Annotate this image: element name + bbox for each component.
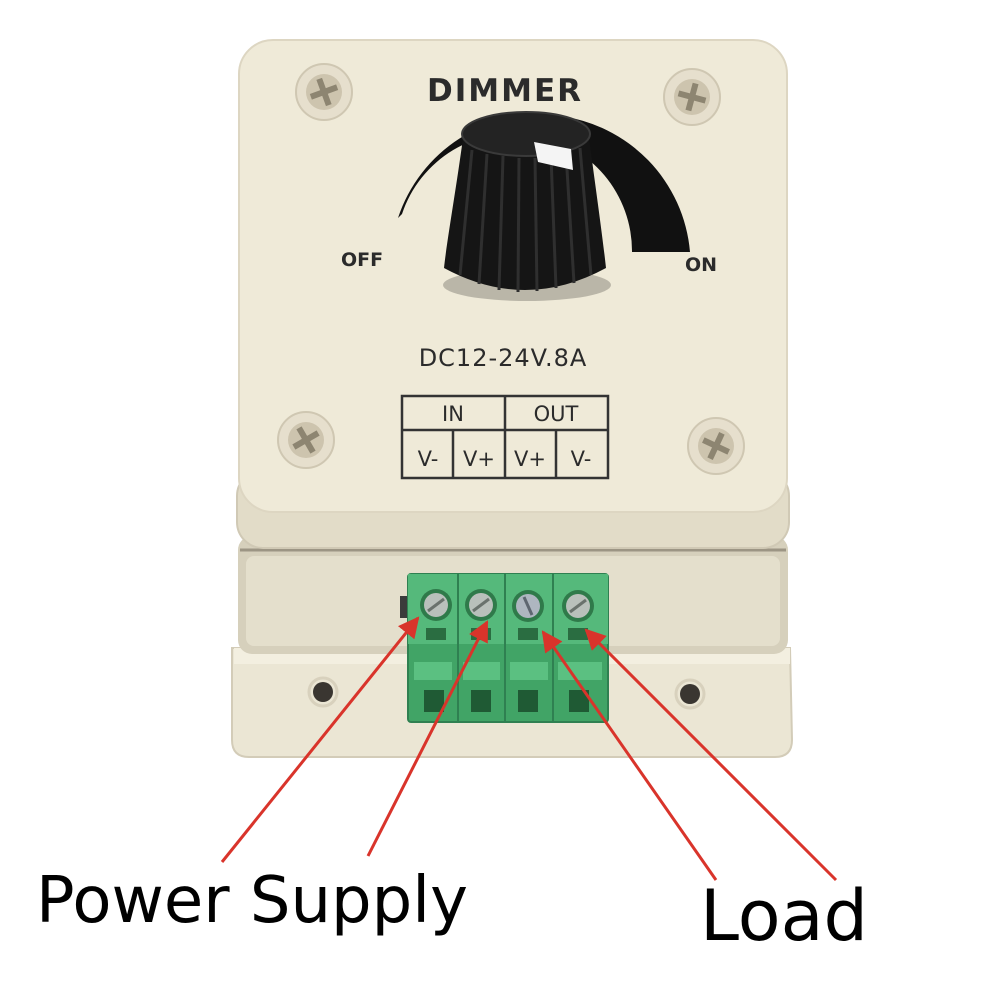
mounting-hole-right (680, 684, 700, 704)
terminal-screw-1[interactable] (420, 589, 452, 621)
terminal-table: IN OUT V- V+ V+ V- (400, 394, 610, 480)
table-pin-out-negative: V- (571, 447, 592, 471)
table-group-out: OUT (534, 402, 579, 426)
on-label: ON (685, 254, 717, 276)
terminal-block (400, 573, 609, 723)
screw-top-right (663, 68, 721, 126)
device-title: DIMMER (427, 73, 583, 109)
knob-indicator-mark (534, 142, 573, 170)
terminal-screw-3[interactable] (512, 590, 544, 622)
arrow-load-negative (584, 628, 838, 882)
table-pin-in-negative: V- (418, 447, 439, 471)
load-label: Load (700, 875, 868, 957)
mounting-hole-left (313, 682, 333, 702)
terminal-screw-2[interactable] (465, 589, 497, 621)
terminal-screw-4[interactable] (562, 590, 594, 622)
terminal-wire-openings (424, 690, 589, 712)
knob-cap (461, 111, 591, 157)
table-group-in: IN (442, 402, 464, 426)
screw-bottom-right (687, 417, 745, 475)
table-pin-out-positive: V+ (514, 447, 546, 471)
screw-bottom-left (277, 411, 335, 469)
arrow-power-supply-negative (220, 616, 420, 863)
screw-top-left (295, 63, 353, 121)
rating-label: DC12-24V.8A (419, 344, 588, 372)
knob-ribs (458, 147, 593, 293)
terminal-side-tab (400, 596, 410, 618)
terminal-ridges (414, 662, 602, 680)
power-supply-label: Power Supply (36, 864, 468, 938)
table-pin-in-positive: V+ (463, 447, 495, 471)
dimmer-knob[interactable] (443, 111, 611, 301)
level-arc (398, 114, 690, 252)
off-label: OFF (341, 249, 383, 271)
arrow-load-positive (541, 630, 718, 881)
arrow-power-supply-positive (366, 620, 489, 857)
